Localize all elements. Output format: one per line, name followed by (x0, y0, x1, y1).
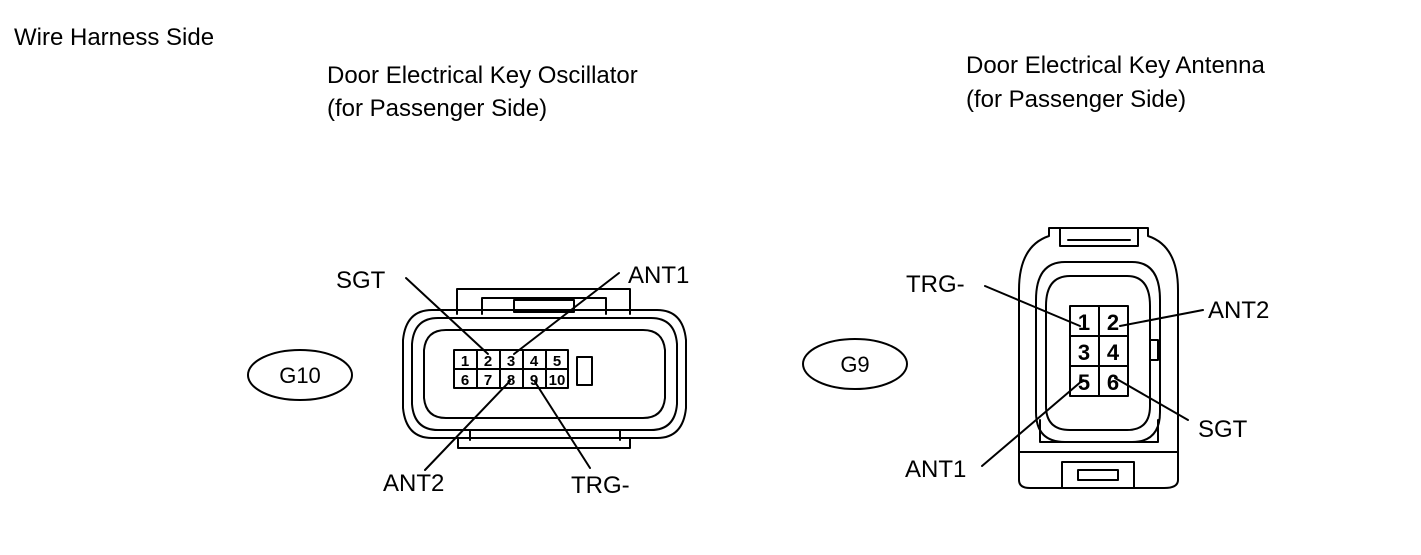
g10-pin-9: 9 (530, 372, 538, 389)
g9-pin-1: 1 (1078, 310, 1090, 335)
g9-title-line2: (for Passenger Side) (966, 86, 1187, 113)
g9-code-ellipse (802, 338, 908, 390)
g9-pin-4: 4 (1107, 340, 1120, 365)
g10-pin-5: 5 (553, 353, 561, 370)
g9-trg-label: TRG- (906, 271, 965, 298)
g10-trg-leader (534, 381, 591, 469)
g10-trg-label: TRG- (571, 472, 630, 499)
g10-code-ellipse (247, 349, 353, 401)
g10-connector-body (247, 272, 687, 471)
wire-harness-side-label: Wire Harness Side (14, 24, 215, 51)
g10-ant1-leader (513, 272, 620, 355)
g10-sgt-leader (405, 277, 489, 355)
g10-title-line2: (for Passenger Side) (327, 95, 548, 122)
g9-pin-5: 5 (1078, 370, 1090, 395)
g9-pin-6: 6 (1107, 370, 1119, 395)
g10-pin-numbers: 1 2 3 4 5 6 7 8 9 10 (461, 353, 566, 389)
g9-trg-leader (984, 285, 1081, 327)
g9-connector-body (802, 227, 1204, 489)
g10-code: G10 (279, 363, 321, 388)
g10-pin-1: 1 (461, 353, 469, 370)
g9-pin-numbers: 1 2 3 4 5 6 (1078, 310, 1120, 395)
g10-ant2-leader (424, 380, 511, 471)
g10-pin-7: 7 (484, 372, 492, 389)
g10-pin-6: 6 (461, 372, 469, 389)
g9-title-line1: Door Electrical Key Antenna (966, 52, 1265, 79)
g9-sgt-leader (1114, 377, 1189, 421)
g9-sgt-label: SGT (1198, 416, 1248, 443)
g9-ant1-label: ANT1 (905, 456, 966, 483)
g10-pin-10: 10 (549, 372, 566, 389)
g9-code: G9 (840, 352, 869, 377)
g10-sgt-label: SGT (336, 267, 386, 294)
g10-pin-3: 3 (507, 353, 515, 370)
g10-pin-8: 8 (507, 372, 515, 389)
g9-ant1-leader (981, 379, 1084, 467)
g10-title-line1: Door Electrical Key Oscillator (327, 62, 638, 89)
g9-pin-2: 2 (1107, 310, 1119, 335)
g10-ant2-label: ANT2 (383, 470, 444, 497)
g9-ant2-leader (1119, 309, 1204, 327)
g10-pin-4: 4 (530, 353, 539, 370)
g10-ant1-label: ANT1 (628, 262, 689, 289)
g9-pin-3: 3 (1078, 340, 1090, 365)
g10-pin-2: 2 (484, 353, 492, 370)
g9-ant2-label: ANT2 (1208, 297, 1269, 324)
